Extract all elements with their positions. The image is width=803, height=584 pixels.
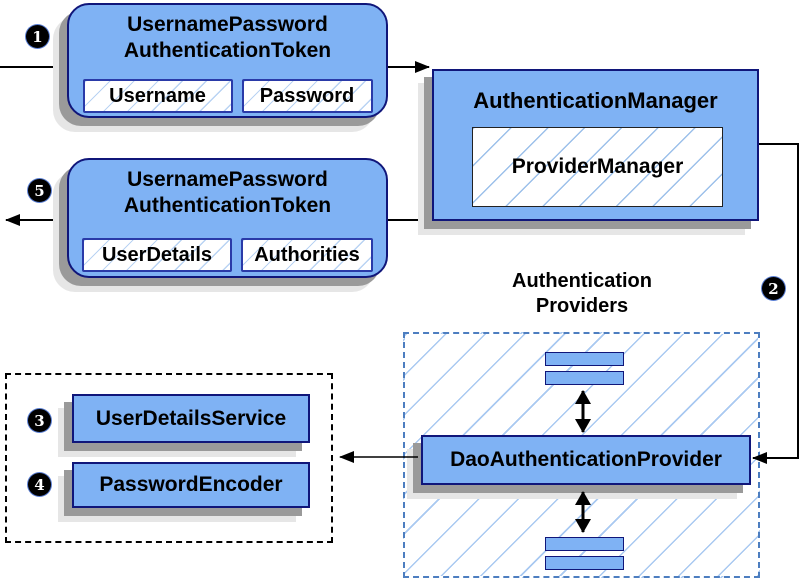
services-group bbox=[5, 373, 333, 543]
password-field-chip: Password bbox=[241, 79, 373, 113]
response-token-box: UsernamePassword AuthenticationToken Use… bbox=[67, 158, 388, 278]
provider-manager-box: ProviderManager bbox=[472, 127, 723, 207]
step-badge-5: 5 bbox=[28, 179, 51, 202]
provider-stack-bar bbox=[545, 537, 624, 551]
request-token-title-line2: AuthenticationToken bbox=[123, 39, 332, 62]
request-token-title-line1: UsernamePassword bbox=[127, 13, 328, 36]
authentication-manager-title: AuthenticationManager bbox=[473, 88, 718, 113]
step-badge-4: 4 bbox=[28, 473, 51, 496]
username-field-chip: Username bbox=[82, 79, 233, 113]
authentication-manager-box: AuthenticationManager ProviderManager bbox=[432, 69, 759, 221]
provider-stack-bar bbox=[545, 371, 624, 385]
step-badge-2: 2 bbox=[762, 277, 785, 300]
authentication-providers-label-line2: Providers bbox=[535, 295, 629, 317]
response-token-title: UsernamePassword AuthenticationToken bbox=[69, 160, 386, 219]
authentication-providers-label-line1: Authentication bbox=[512, 270, 652, 292]
step-badge-3: 3 bbox=[28, 409, 51, 432]
request-token-box: UsernamePassword AuthenticationToken Use… bbox=[67, 3, 388, 118]
dao-authentication-provider-box: DaoAuthenticationProvider bbox=[421, 435, 751, 485]
userdetails-field-chip: UserDetails bbox=[82, 238, 232, 272]
response-token-title-line2: AuthenticationToken bbox=[123, 194, 332, 217]
user-details-service-box: UserDetailsService bbox=[72, 394, 310, 443]
request-token-title: UsernamePassword AuthenticationToken bbox=[69, 5, 386, 64]
authentication-providers-label: Authentication Providers bbox=[432, 269, 732, 319]
step-badge-1: 1 bbox=[26, 25, 49, 48]
provider-stack-bar bbox=[545, 556, 624, 570]
password-encoder-box: PasswordEncoder bbox=[72, 462, 310, 508]
authentication-providers-group: DaoAuthenticationProvider bbox=[403, 332, 760, 578]
authorities-field-chip: Authorities bbox=[241, 238, 373, 272]
response-token-title-line1: UsernamePassword bbox=[127, 168, 328, 191]
provider-stack-bar bbox=[545, 352, 624, 366]
